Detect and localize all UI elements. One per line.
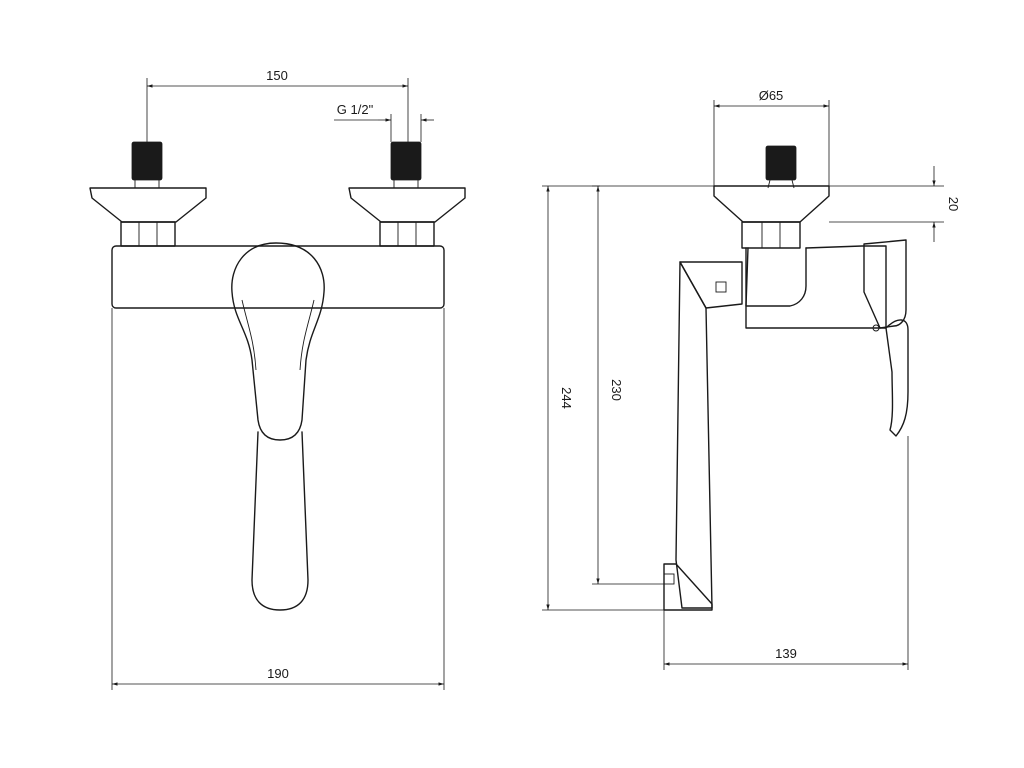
dimension-projection: 139 xyxy=(664,646,908,666)
right-inlet xyxy=(348,141,466,247)
left-thread xyxy=(131,141,163,181)
side-spout-top xyxy=(679,261,743,309)
front-view xyxy=(89,141,466,690)
label-inlet-spacing: 150 xyxy=(266,68,288,83)
left-rosette xyxy=(89,187,207,223)
projection-extension-lines xyxy=(663,436,909,670)
dimension-overall-width: 190 xyxy=(112,666,444,686)
side-spout-tube xyxy=(675,261,713,609)
dimension-thread: G 1/2" xyxy=(334,102,434,142)
right-nut xyxy=(379,221,435,247)
dimension-inlet-spacing: 150 xyxy=(146,68,409,142)
right-thread xyxy=(390,141,422,181)
side-spout-marker xyxy=(715,281,727,293)
left-thread-stem xyxy=(134,180,160,188)
side-connector xyxy=(745,247,807,307)
side-spout-outlet xyxy=(663,563,713,611)
lever-inner-line xyxy=(241,299,315,371)
side-lever-pivot xyxy=(872,324,880,332)
width-extension-lines xyxy=(111,308,445,690)
label-projection: 139 xyxy=(775,646,797,661)
right-nut-facets xyxy=(397,222,417,246)
dimension-total-height: 244 xyxy=(542,185,714,611)
label-rosette-depth: 20 xyxy=(946,197,961,211)
side-body xyxy=(745,245,887,329)
label-rosette-diameter: Ø65 xyxy=(759,88,784,103)
label-total-height: 244 xyxy=(559,387,574,409)
lever-handle xyxy=(231,242,325,441)
side-lever xyxy=(863,239,907,329)
side-rosette xyxy=(713,185,830,223)
label-overall-width: 190 xyxy=(267,666,289,681)
label-thread-size: G 1/2" xyxy=(337,102,374,117)
side-nut xyxy=(741,221,801,249)
side-thread-stem xyxy=(767,179,795,189)
left-inlet xyxy=(89,141,207,247)
side-outlet-marker xyxy=(663,573,675,585)
left-nut xyxy=(120,221,176,247)
label-spout-height: 230 xyxy=(609,379,624,401)
side-thread xyxy=(765,145,797,181)
side-nut-facets xyxy=(761,222,781,248)
dimension-rosette-diameter: Ø65 xyxy=(713,88,830,186)
side-lever-grip xyxy=(885,319,909,437)
right-rosette xyxy=(348,187,466,223)
left-nut-facets xyxy=(138,222,158,246)
dimension-rosette-depth: 20 xyxy=(829,166,961,242)
mixer-body xyxy=(111,245,445,309)
side-view xyxy=(663,145,909,670)
right-thread-stem xyxy=(393,180,419,188)
dimension-spout-height: 230 xyxy=(592,185,664,585)
spout xyxy=(251,431,309,611)
